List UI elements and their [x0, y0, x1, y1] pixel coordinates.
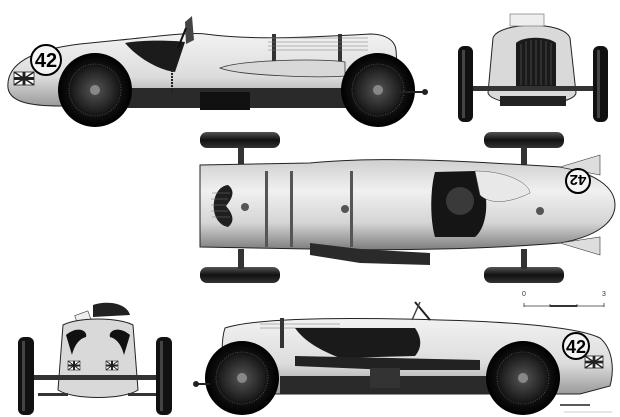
side-view-left-drawing: 42	[7, 16, 428, 127]
rear-roundel-left	[66, 329, 87, 355]
union-jack-flag-icon	[67, 360, 81, 371]
front-wheel-right	[205, 341, 279, 415]
watermark	[564, 411, 612, 413]
top-front-right-wheel	[200, 267, 280, 283]
top-view-drawing: 42	[199, 132, 616, 283]
union-jack-flag-icon	[105, 360, 119, 371]
scale-bar	[522, 298, 606, 312]
exhaust-pipe	[295, 328, 421, 358]
side-view-right-drawing: 42	[193, 301, 613, 415]
rear-wheel-right	[486, 341, 560, 415]
side-view-right: 42	[190, 298, 620, 417]
front-view	[448, 8, 618, 128]
rear-right-wheel	[156, 337, 172, 415]
rear-view-drawing	[18, 302, 172, 415]
race-number-right: 42	[566, 337, 586, 357]
rear-view	[8, 295, 183, 415]
rear-left-wheel	[18, 337, 34, 415]
front-view-drawing	[458, 13, 608, 122]
side-view-left: 42	[0, 10, 440, 130]
race-number: 42	[35, 50, 57, 72]
union-jack-flag-icon	[13, 71, 35, 86]
top-rear-right-wheel	[484, 267, 564, 283]
top-view: 42	[190, 125, 620, 295]
rear-roundel-right	[109, 329, 130, 355]
scale-label-start: 0	[522, 291, 526, 298]
race-number-roundel	[30, 44, 62, 76]
front-left-wheel	[458, 46, 473, 122]
top-rear-left-wheel	[484, 132, 564, 148]
union-jack-flag-icon	[584, 355, 604, 369]
race-number-top: 42	[570, 171, 587, 188]
top-front-left-wheel	[200, 132, 280, 148]
front-wheel	[341, 53, 415, 127]
top-grille	[213, 185, 233, 227]
scale-label-end: 3	[602, 291, 606, 298]
race-number-roundel-right	[562, 332, 590, 360]
front-right-wheel	[593, 46, 608, 122]
rear-wheel	[58, 53, 132, 127]
scale-bar-line	[523, 303, 605, 307]
race-number-roundel-top: 42	[565, 168, 591, 194]
